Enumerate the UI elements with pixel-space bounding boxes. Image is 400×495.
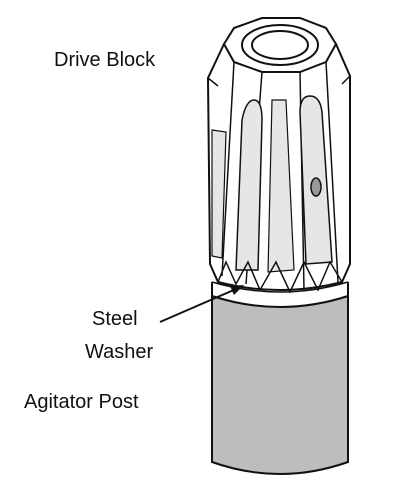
- label-agitator-post: Agitator Post: [24, 391, 139, 413]
- drive-block: [206, 17, 351, 294]
- label-steel-washer-line1: Steel: [92, 308, 138, 330]
- steel-washer-leader: [159, 285, 244, 323]
- label-drive-block: Drive Block: [54, 49, 156, 71]
- agitator-post: [211, 295, 349, 475]
- label-steel-washer-line2: Washer: [85, 341, 154, 363]
